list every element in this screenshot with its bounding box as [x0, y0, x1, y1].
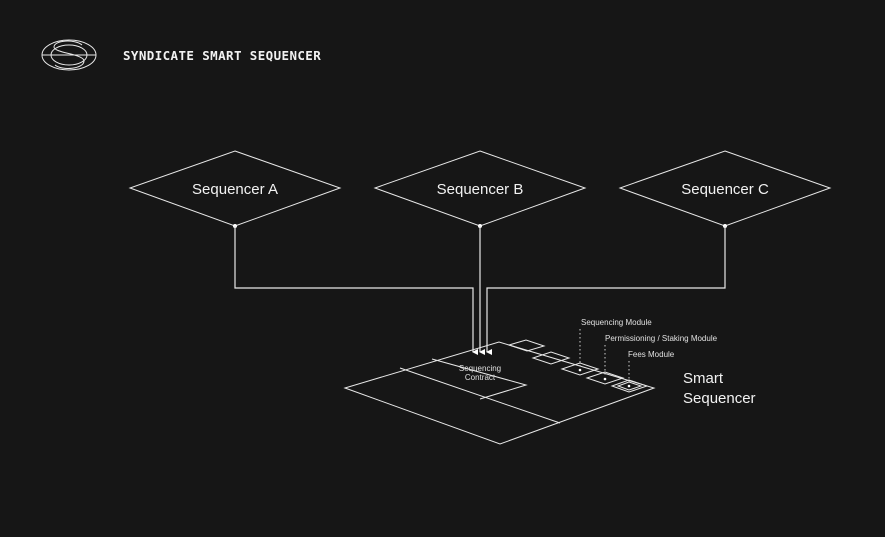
connector-a: [234, 226, 478, 355]
module-tile-2: [531, 351, 571, 365]
sequencer-a-label: Sequencer A: [192, 181, 278, 198]
sequencer-b-label: Sequencer B: [437, 181, 524, 198]
module-tile-5: [610, 379, 649, 393]
module-tile-3: [560, 362, 600, 376]
sequencer-c-label: Sequencer C: [681, 181, 769, 198]
module-tile-1: [507, 339, 546, 352]
connector-c: [486, 226, 726, 355]
sequencer-node-b: Sequencer B: [373, 150, 587, 228]
smart-sequencer-platform: [343, 329, 656, 445]
smart-sequencer-title-2: Sequencer: [683, 390, 756, 407]
sequencer-node-a: Sequencer A: [128, 150, 342, 228]
fees-module-label: Fees Module: [628, 350, 675, 359]
syndicate-logo-icon: [41, 39, 97, 71]
sequencer-node-c: Sequencer C: [618, 150, 832, 228]
brand-name: SYNDICATE SMART SEQUENCER: [123, 48, 321, 63]
module-tile-4: [585, 371, 625, 385]
module-tile-5-inner: [616, 381, 643, 391]
sequencing-contract-label-1: Sequencing: [459, 364, 501, 373]
sequencing-contract-label-2: Contract: [465, 373, 496, 382]
sequencing-module-label: Sequencing Module: [581, 318, 652, 327]
smart-sequencer-title-1: Smart: [683, 370, 724, 387]
permissioning-module-label: Permissioning / Staking Module: [605, 334, 718, 343]
